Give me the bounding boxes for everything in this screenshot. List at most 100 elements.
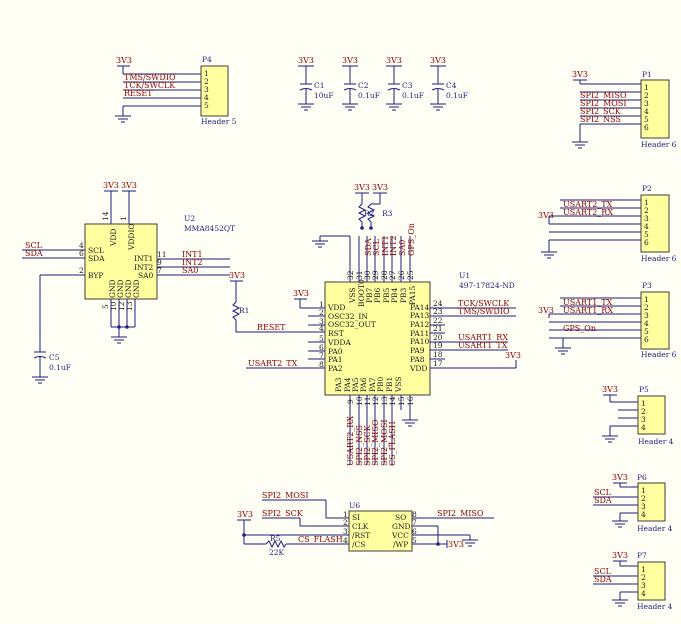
svg-text:Header 6: Header 6 xyxy=(641,140,677,149)
svg-text:GND: GND xyxy=(124,279,133,298)
svg-text:3: 3 xyxy=(319,317,324,326)
c3-value: 0.1uF xyxy=(402,91,424,100)
svg-text:3: 3 xyxy=(644,311,649,320)
svg-text:TMS/SWDIO: TMS/SWDIO xyxy=(458,307,510,316)
svg-text:7: 7 xyxy=(157,266,162,275)
c4-value: 0.1uF xyxy=(446,91,468,100)
svg-text:18: 18 xyxy=(433,350,443,359)
svg-text:P7: P7 xyxy=(637,551,647,560)
p4-3v3-label: 3V3 xyxy=(116,56,132,65)
svg-text:P3: P3 xyxy=(642,281,652,290)
svg-text:22: 22 xyxy=(433,316,443,325)
svg-text:10: 10 xyxy=(109,301,118,311)
svg-text:3: 3 xyxy=(204,85,209,94)
svg-text:RST: RST xyxy=(328,329,344,338)
svg-text:5: 5 xyxy=(412,536,417,545)
svg-text:1: 1 xyxy=(641,486,646,495)
svg-text:INT1: INT1 xyxy=(134,254,153,263)
svg-text:U2: U2 xyxy=(184,214,195,223)
svg-text:SA0: SA0 xyxy=(398,240,407,256)
svg-text:/CS: /CS xyxy=(352,540,365,549)
svg-text:24: 24 xyxy=(433,299,443,308)
u2-accelerometer: 3V3 3V3 14 1 VDD VDDIO SCL SDA BYP INT1 … xyxy=(22,181,235,344)
svg-text:4: 4 xyxy=(641,423,646,432)
svg-text:1: 1 xyxy=(204,69,209,78)
svg-text:28: 28 xyxy=(380,270,389,280)
r2-r3-pullups: 3V3 3V3 R2 R3 xyxy=(354,183,393,230)
svg-text:SCL: SCL xyxy=(594,567,612,576)
c2-value: 0.1uF xyxy=(358,91,380,100)
c5-cap: C5 0.1uF xyxy=(32,275,71,384)
svg-text:SDA: SDA xyxy=(594,575,612,584)
svg-text:20: 20 xyxy=(433,333,443,342)
svg-text:0.1uF: 0.1uF xyxy=(49,363,71,372)
p6-header: 3V3 SCL SDA P6 1 2 3 4 Header 4 xyxy=(593,473,673,533)
svg-text:USART2_RX: USART2_RX xyxy=(346,416,355,466)
svg-text:1: 1 xyxy=(319,300,324,309)
c4-ref: C4 xyxy=(446,81,457,90)
p4-net-tck: TCK/SWCLK xyxy=(124,81,176,90)
svg-text:GPS_On: GPS_On xyxy=(407,223,416,256)
svg-text:BYP: BYP xyxy=(88,271,103,280)
svg-text:4: 4 xyxy=(319,324,324,333)
u1-mcu: SDA SCL INT1 INT2 SA0 GPS_On 32 31 30 29… xyxy=(236,223,521,466)
svg-text:RESET: RESET xyxy=(257,323,286,332)
svg-text:3V3: 3V3 xyxy=(572,70,588,79)
p7-header: 3V3 SCL SDA P7 1 2 3 4 Header 4 xyxy=(593,551,673,611)
svg-text:PA1: PA1 xyxy=(328,355,343,364)
svg-text:6: 6 xyxy=(644,123,649,132)
svg-text:SPI2_MISO: SPI2_MISO xyxy=(580,91,627,100)
svg-text:3V3: 3V3 xyxy=(354,183,370,192)
svg-text:R2: R2 xyxy=(364,209,375,218)
svg-text:PA11: PA11 xyxy=(410,329,429,338)
svg-text:2: 2 xyxy=(644,91,649,100)
svg-text:PB6: PB6 xyxy=(373,287,382,303)
svg-text:3: 3 xyxy=(644,214,649,223)
svg-text:3V3: 3V3 xyxy=(298,56,314,65)
svg-text:14: 14 xyxy=(101,211,110,221)
c1-value: 10uF xyxy=(314,91,334,100)
svg-text:3: 3 xyxy=(641,581,646,590)
svg-text:3: 3 xyxy=(343,527,348,536)
svg-text:PA9: PA9 xyxy=(410,346,425,355)
svg-text:3: 3 xyxy=(644,99,649,108)
svg-text:2: 2 xyxy=(644,303,649,312)
svg-text:SDA: SDA xyxy=(594,496,612,505)
svg-text:14: 14 xyxy=(388,396,397,406)
svg-text:SPI2_MISO: SPI2_MISO xyxy=(371,419,380,466)
svg-text:29: 29 xyxy=(371,270,380,280)
svg-text:PA4: PA4 xyxy=(343,377,352,392)
svg-text:3V3: 3V3 xyxy=(430,56,446,65)
svg-text:SA0: SA0 xyxy=(182,266,198,275)
svg-text:INT1: INT1 xyxy=(182,250,203,259)
svg-text:11: 11 xyxy=(363,396,372,406)
svg-text:25: 25 xyxy=(406,270,415,280)
svg-text:VDDIO: VDDIO xyxy=(127,223,136,251)
svg-text:P2: P2 xyxy=(642,184,652,193)
svg-text:SDA: SDA xyxy=(25,249,43,258)
svg-text:5: 5 xyxy=(319,334,324,343)
svg-text:CS_FLASH: CS_FLASH xyxy=(298,535,343,544)
svg-text:VSS: VSS xyxy=(348,287,357,304)
svg-text:SCL: SCL xyxy=(88,246,104,255)
svg-text:1: 1 xyxy=(644,295,649,304)
svg-text:P6: P6 xyxy=(637,473,647,482)
svg-text:OSC32_OUT: OSC32_OUT xyxy=(328,320,376,329)
svg-text:PA2: PA2 xyxy=(328,364,343,373)
svg-text:USART2_TX: USART2_TX xyxy=(563,200,613,209)
svg-text:SPI2_MISO: SPI2_MISO xyxy=(437,509,484,518)
p4-ref: P4 xyxy=(202,55,212,64)
svg-text:3V3: 3V3 xyxy=(505,351,521,360)
svg-text:SDA: SDA xyxy=(88,254,105,263)
svg-text:2: 2 xyxy=(79,266,84,275)
svg-text:3V3: 3V3 xyxy=(538,306,554,315)
svg-text:3V3: 3V3 xyxy=(121,181,137,190)
svg-text:9: 9 xyxy=(157,258,162,267)
svg-text:13: 13 xyxy=(125,301,134,311)
svg-text:4: 4 xyxy=(641,510,646,519)
svg-text:PB5: PB5 xyxy=(382,287,391,303)
svg-text:17: 17 xyxy=(433,359,443,368)
svg-text:USART1_TX: USART1_TX xyxy=(458,341,508,350)
svg-text:USART1_TX: USART1_TX xyxy=(563,298,613,307)
svg-text:MMA8452QT: MMA8452QT xyxy=(184,224,235,233)
